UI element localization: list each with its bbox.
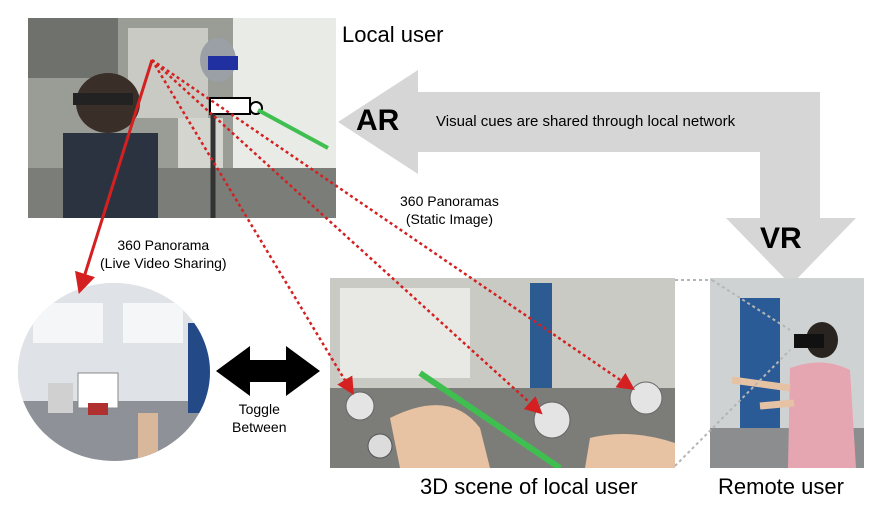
panoramas-static-label: 360 Panoramas (Static Image) <box>400 193 499 227</box>
toggle-label: Toggle Between <box>232 401 287 435</box>
scene-3d-label: 3D scene of local user <box>420 474 638 499</box>
ar-label: AR <box>356 104 400 137</box>
panorama-live-label: 360 Panorama (Live Video Sharing) <box>100 237 227 271</box>
remote-user-label: Remote user <box>718 474 844 499</box>
remote-user-photo <box>710 278 864 468</box>
vr-label: VR <box>760 222 802 255</box>
scene-3d-drawing <box>330 278 675 468</box>
local-user-label: Local user <box>342 22 444 47</box>
network-text: Visual cues are shared through local net… <box>436 113 736 130</box>
panorama-circle-drawing <box>18 283 210 461</box>
local-user-photo <box>28 18 336 218</box>
scene-3d-image <box>330 278 675 468</box>
panorama-circle <box>18 283 210 461</box>
remote-user-drawing <box>710 278 864 468</box>
